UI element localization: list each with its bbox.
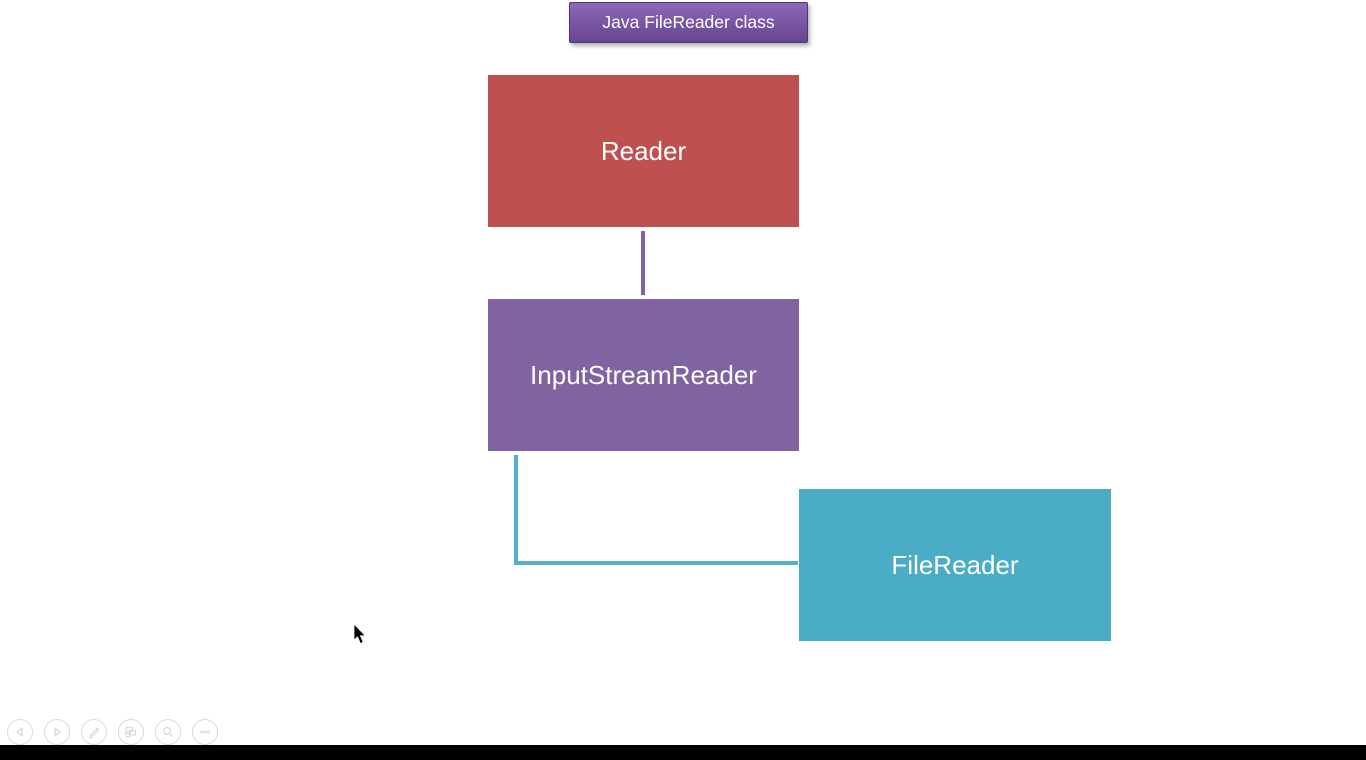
diagram-node-reader: Reader <box>488 75 799 227</box>
pen-tools-button[interactable] <box>81 719 107 745</box>
slides-grid-icon <box>124 725 138 739</box>
mouse-cursor-icon <box>353 623 367 646</box>
node-label: FileReader <box>891 549 1019 580</box>
ellipsis-icon <box>198 725 212 739</box>
node-label: Reader <box>600 135 687 166</box>
connector-inputstreamreader-to-filereader <box>514 455 798 565</box>
pen-icon <box>87 725 101 739</box>
node-label: InputStreamReader <box>530 359 757 390</box>
triangle-left-icon <box>13 725 27 739</box>
diagram-node-filereader: FileReader <box>799 489 1111 641</box>
magnifier-icon <box>161 725 175 739</box>
diagram-node-inputstreamreader: InputStreamReader <box>488 299 799 451</box>
slide-title-text: Java FileReader class <box>602 12 775 32</box>
previous-slide-button[interactable] <box>7 719 33 745</box>
slide-title-banner: Java FileReader class <box>569 2 808 43</box>
next-slide-button[interactable] <box>44 719 70 745</box>
connector-reader-to-inputstreamreader <box>641 231 645 295</box>
presenter-toolbar <box>7 719 218 745</box>
more-options-button[interactable] <box>192 719 218 745</box>
see-all-slides-button[interactable] <box>118 719 144 745</box>
triangle-right-icon <box>50 725 64 739</box>
bottom-black-bar <box>0 745 1366 760</box>
zoom-button[interactable] <box>155 719 181 745</box>
